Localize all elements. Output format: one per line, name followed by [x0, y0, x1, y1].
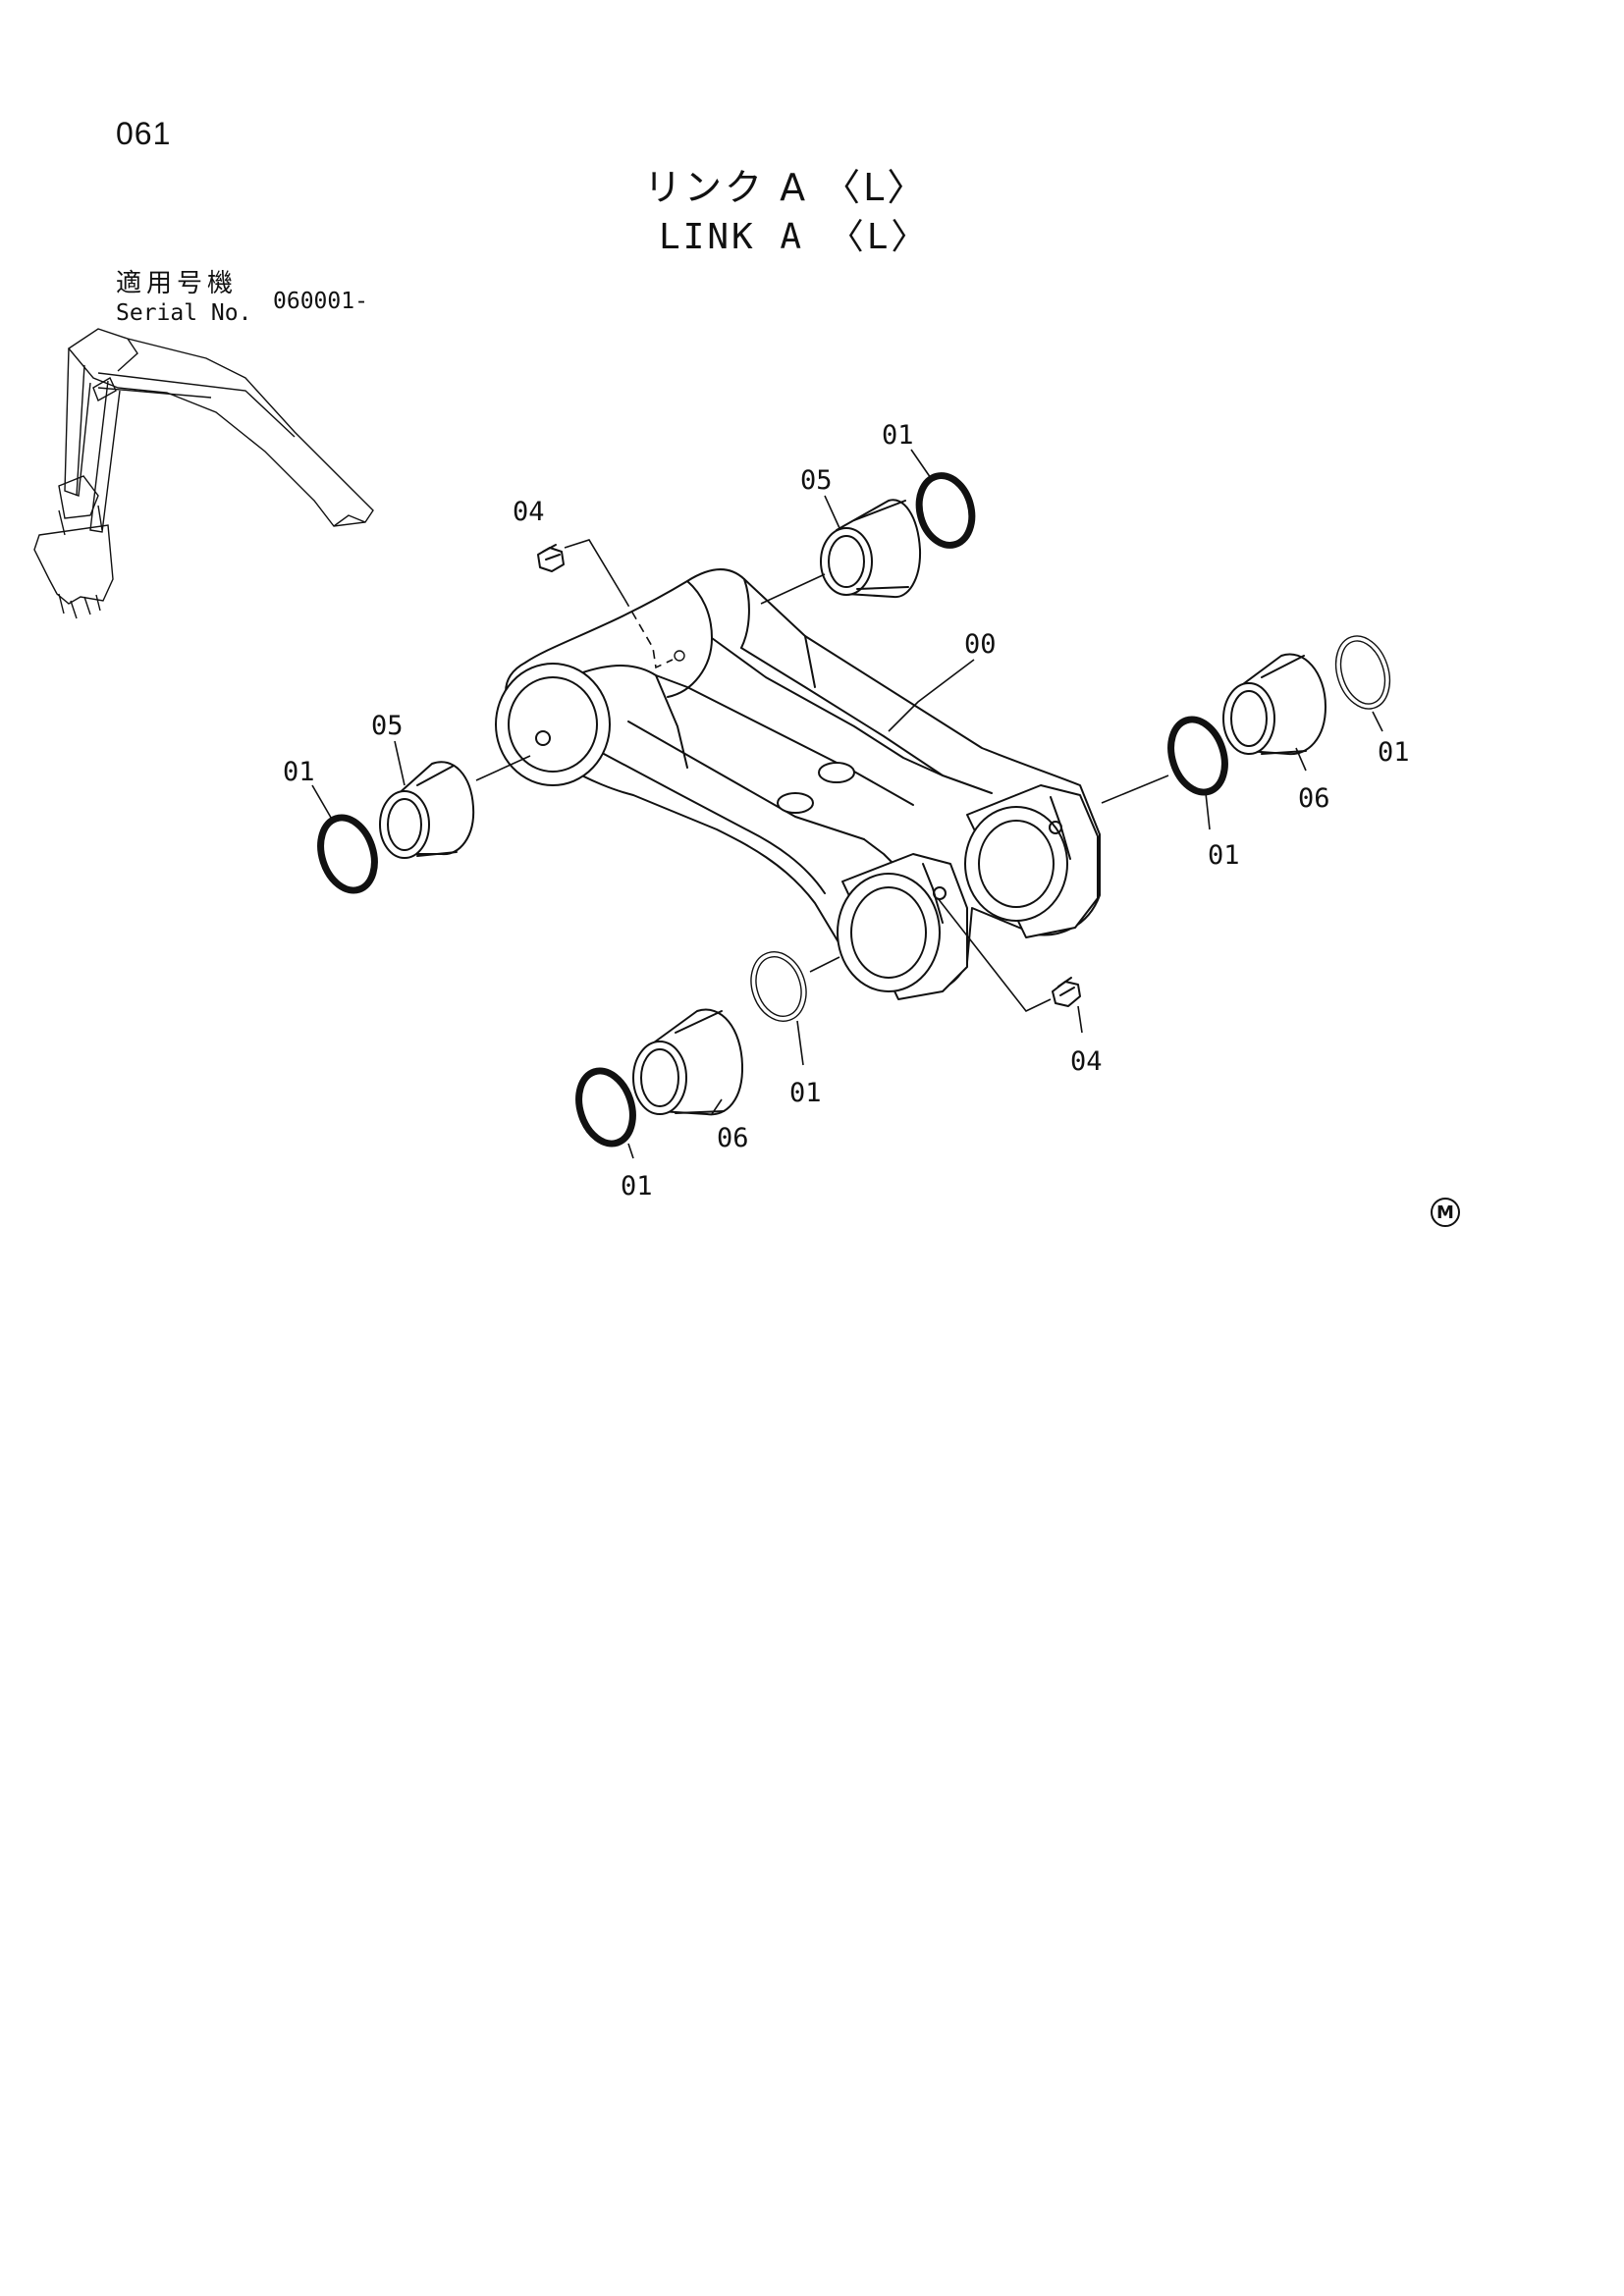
serial-label-japanese: 適用号機: [116, 269, 239, 298]
ring-right-outer-inner-edge: [1339, 640, 1386, 705]
axis-line-top: [760, 573, 826, 605]
link-bottom-boss: [837, 853, 968, 1000]
axis-line-right: [1101, 774, 1169, 804]
excavator-thumbnail-icon: [33, 328, 374, 619]
callout-label-01-top: 01: [882, 420, 914, 451]
bushing-top-part-05: [820, 499, 922, 599]
serial-label-english: Serial No.: [116, 300, 252, 326]
grease-fitting-top-part-04: [537, 539, 685, 669]
page-title-japanese: リンク A 〈L〉: [644, 166, 928, 209]
link-body-part-00: [505, 568, 1101, 995]
bushing-left-part-05: [379, 761, 475, 859]
ring-bottom-left-part-01: [575, 1067, 636, 1148]
ring-top-part-01: [915, 472, 976, 549]
callout-label-06-right: 06: [1298, 783, 1330, 814]
axis-line-bottom: [809, 956, 840, 973]
callout-leaders: [311, 449, 1383, 1159]
bushing-right-part-06: [1222, 653, 1326, 756]
callout-label-00: 00: [964, 629, 997, 660]
callout-label-01-right-outer: 01: [1378, 737, 1410, 768]
link-left-boss: [495, 663, 611, 786]
callout-label-05-top: 05: [800, 465, 833, 496]
callout-label-01-bottom-mid: 01: [789, 1078, 822, 1108]
axis-line-left: [475, 755, 531, 781]
m-marker-symbol: M: [1431, 1198, 1460, 1227]
grease-fitting-bottom-part-04: [937, 897, 1081, 1012]
ring-right-inner-part-01: [1167, 716, 1228, 796]
callout-label-04-top: 04: [513, 497, 545, 527]
page-title-english: LINK A 〈L〉: [659, 217, 930, 257]
callout-label-04-bottom: 04: [1070, 1046, 1103, 1077]
ring-bottom-mid-part-01: [750, 951, 807, 1022]
link-right-boss: [964, 784, 1099, 938]
ring-bottom-mid-inner-edge: [755, 956, 802, 1017]
callout-label-01-right-inner: 01: [1208, 840, 1240, 871]
callout-label-05-left: 05: [371, 711, 404, 741]
serial-number-value: 060001-: [273, 289, 368, 314]
ring-right-outer-part-01: [1334, 635, 1391, 710]
callout-label-01-bottom-left: 01: [621, 1171, 653, 1201]
page-number: 061: [116, 116, 172, 151]
bushing-bottom-part-06: [632, 1008, 744, 1116]
callout-label-06-bottom: 06: [717, 1123, 749, 1153]
ring-left-part-01: [317, 814, 378, 894]
callout-label-01-left: 01: [283, 757, 315, 787]
